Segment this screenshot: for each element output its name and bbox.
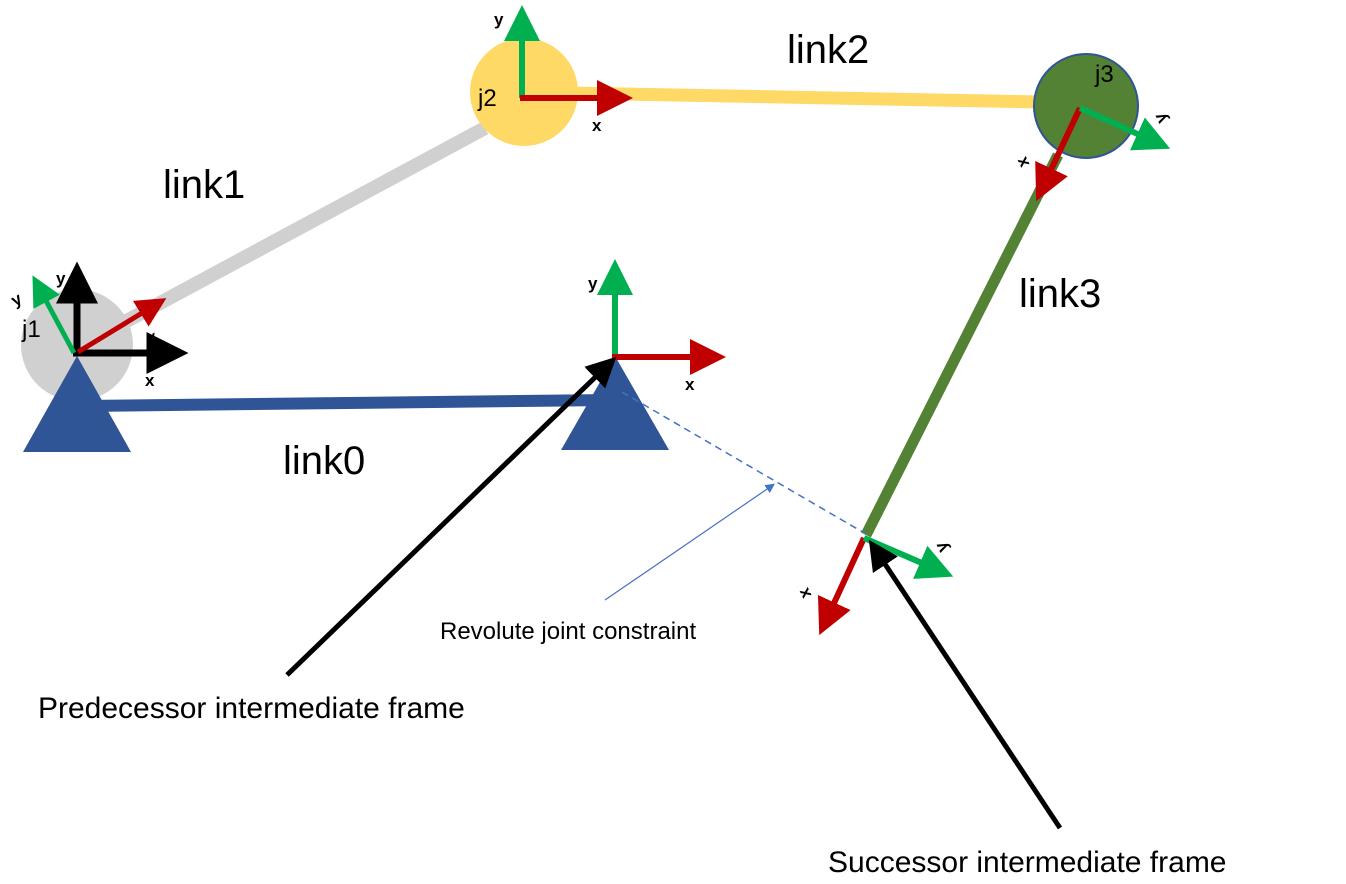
joint3-label: j3 <box>1094 61 1114 88</box>
link0-label: link0 <box>283 439 365 483</box>
joint3-circle <box>1033 53 1139 159</box>
j1-local-y-label: y <box>8 289 26 310</box>
link1-label: link1 <box>163 163 245 207</box>
j1-world-x-label: x <box>145 371 155 390</box>
ground-base-right <box>561 356 669 450</box>
successor-x-arrow <box>817 536 867 636</box>
successor-y-arrow <box>862 535 954 579</box>
j3-x-arrow <box>1035 106 1083 202</box>
joint2-label: j2 <box>477 85 497 112</box>
joint1-label: j1 <box>21 316 41 343</box>
link2-label: link2 <box>787 28 869 72</box>
j3-y-label: y <box>1150 110 1171 127</box>
predecessor-x-label: x <box>685 375 695 394</box>
j1-local-y-arrow <box>32 275 77 355</box>
j1-local-x-arrow <box>76 298 167 355</box>
j2-y-label: y <box>494 10 504 29</box>
predecessor-frame-label: Predecessor intermediate frame <box>38 692 465 725</box>
j2-x-label: x <box>592 116 602 135</box>
constraint-pointer-arrow <box>604 483 775 601</box>
constraint-dashed-line <box>621 391 867 535</box>
successor-y-label: y <box>931 539 952 556</box>
ground-base-left <box>23 356 131 452</box>
revolute-constraint-label: Revolute joint constraint <box>440 618 696 645</box>
successor-x-label: x <box>794 585 815 602</box>
successor-pointer-arrow <box>868 539 1063 830</box>
j3-x-label: x <box>1012 154 1033 171</box>
predecessor-y-label: y <box>588 274 598 293</box>
j1-world-y-label: y <box>56 269 66 288</box>
j3-y-arrow <box>1078 105 1171 151</box>
j1-local-x-label: x <box>144 327 162 348</box>
predecessor-pointer-arrow <box>285 356 617 677</box>
link0-bar <box>79 394 613 412</box>
successor-frame-label: Successor intermediate frame <box>828 846 1227 879</box>
link3-bar <box>861 152 1063 538</box>
link3-label: link3 <box>1019 272 1101 316</box>
